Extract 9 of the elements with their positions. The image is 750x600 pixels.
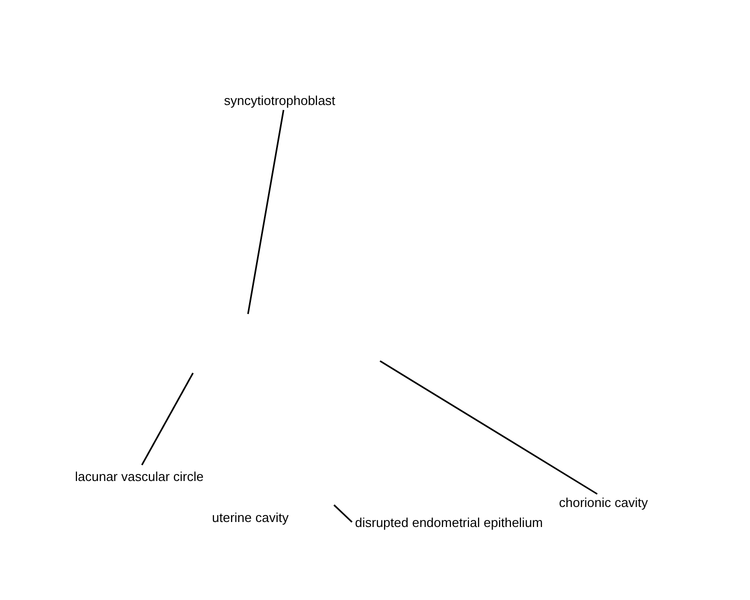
part-label: disrupted endometrial epithelium (355, 515, 543, 531)
part-label: syncytiotrophoblast (224, 93, 336, 109)
leader-line (333, 504, 353, 523)
part-label: lacunar vascular circle (75, 469, 204, 485)
leader-line (141, 372, 194, 466)
leader-line (247, 110, 284, 314)
part-label: uterine cavity (212, 510, 289, 526)
leader-line (380, 360, 598, 495)
part-label: chorionic cavity (559, 495, 648, 511)
